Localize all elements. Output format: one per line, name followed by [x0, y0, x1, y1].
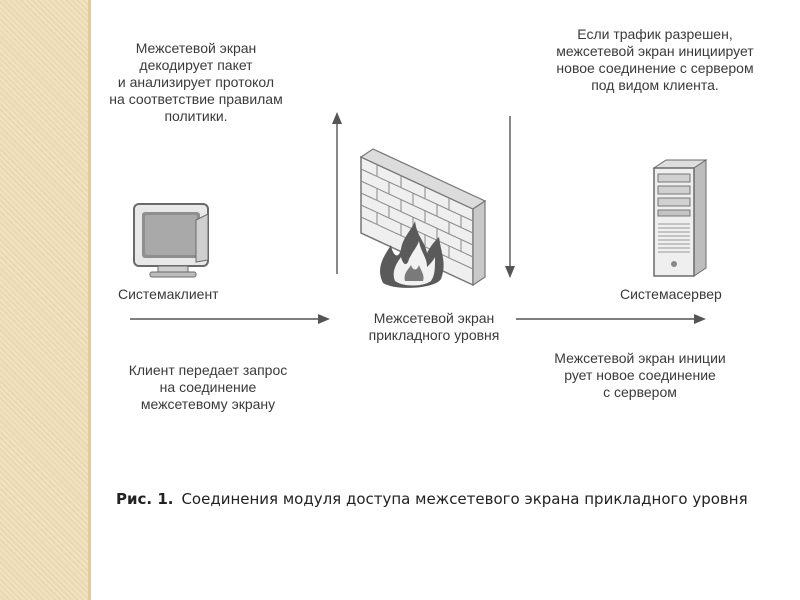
note-line: Клиент передает запрос: [128, 362, 288, 378]
server-tower-icon: [652, 159, 708, 277]
client-system-label: Системаклиент: [118, 286, 219, 302]
monitor-icon: [133, 203, 209, 278]
note-line: новое соединение с сервером: [556, 60, 754, 76]
down-arrow: [505, 116, 515, 278]
figure-caption-prefix: Рис. 1.: [116, 490, 174, 508]
brick-wall-fire-icon: [359, 148, 487, 288]
note-line: Если трафик разрешен,: [577, 26, 733, 42]
note-line: межсетевому экрану: [140, 396, 276, 412]
right-arrow-firewall-to-server: [516, 314, 706, 324]
note-line: Межсетевой экран иниции: [554, 350, 726, 366]
note-line: Межсетевой экран: [135, 40, 257, 56]
up-arrow: [332, 112, 342, 274]
note-line: политики.: [164, 108, 228, 124]
note-traffic-allowed: Если трафик разрешен, межсетевой экран и…: [540, 26, 770, 94]
server-system-label: Системасервер: [620, 286, 722, 302]
note-line: межсетевой экран инициирует: [556, 43, 754, 59]
note-firewall-initiates: Межсетевой экран иниции рует новое соеди…: [530, 350, 750, 401]
note-line: с сервером: [603, 384, 677, 400]
note-line: и анализирует протокол: [117, 74, 275, 90]
decorative-side-bar: [0, 0, 91, 600]
figure-caption: Рис. 1. Соединения модуля доступа межсете…: [116, 488, 756, 510]
note-line: под видом клиента.: [591, 77, 719, 93]
note-line: на соответствие правилам: [109, 91, 283, 107]
firewall-label: Межсетевой экран прикладного уровня: [346, 310, 522, 344]
note-firewall-decodes: Межсетевой экран декодирует пакет и анал…: [96, 40, 296, 125]
note-line: рует новое соединение: [564, 367, 716, 383]
firewall-label-line: Межсетевой экран: [373, 310, 495, 326]
note-line: декодирует пакет: [139, 57, 253, 73]
note-client-request: Клиент передает запрос на соединение меж…: [108, 362, 308, 413]
firewall-label-line: прикладного уровня: [368, 327, 500, 343]
right-arrow-client-to-firewall: [130, 314, 330, 324]
figure-caption-text: Соединения модуля доступа межсетевого эк…: [181, 490, 748, 508]
note-line: на соединение: [159, 379, 257, 395]
